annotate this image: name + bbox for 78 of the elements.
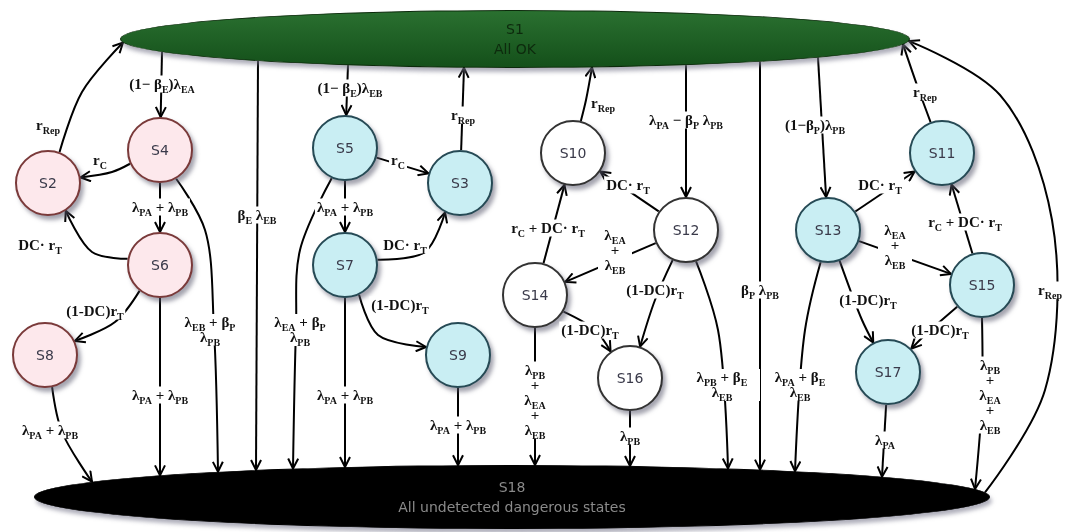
arrow (64, 209, 129, 260)
state-label: S8 (36, 347, 54, 363)
arrow (175, 177, 224, 473)
state-label: S5 (336, 140, 354, 156)
state-circle (597, 345, 663, 411)
state-label: S3 (451, 175, 469, 191)
edge-label: DC· r$_{T}$ (604, 176, 652, 194)
state-label: S1 (506, 20, 524, 39)
state-label: S10 (559, 145, 587, 161)
state-label: S9 (449, 347, 467, 363)
arrow (876, 403, 889, 478)
arrow (754, 60, 766, 471)
edge-label: (1-DC)r$_{T}$ (624, 281, 686, 299)
state-label: S2 (39, 175, 57, 191)
state-circle (127, 117, 193, 183)
state-label: S12 (672, 222, 700, 238)
edge-label: λ$_{PA}$ + λ$_{PB}$ (314, 198, 376, 216)
state-circle (795, 197, 861, 263)
arrow (908, 39, 1059, 494)
edge-label: (1− β$_{E}$)λ$_{EA}$ (127, 75, 197, 93)
state-circle (427, 150, 493, 216)
arrow (579, 66, 597, 122)
edge-label: λ$_{PA}$ (873, 431, 897, 449)
state-label: S17 (874, 364, 902, 380)
state-label: S11 (928, 145, 956, 161)
arrow (358, 293, 427, 353)
edge-label: DC· r$_{T}$ (856, 176, 904, 194)
edge-label: β$_{E}$ λ$_{EB}$ (235, 206, 279, 224)
state-circle (425, 322, 491, 388)
state-label: S15 (968, 277, 996, 293)
state-label: S16 (616, 370, 644, 386)
edge-label: λ$_{PB}$ (617, 427, 643, 445)
edge-label: (1-DC)r$_{T}$ (369, 296, 431, 314)
state-circle (312, 232, 378, 298)
state-label: S13 (814, 222, 842, 238)
state-label: S6 (151, 257, 169, 273)
arrow (376, 211, 448, 261)
edge-label: (1-DC)r$_{T}$ (837, 291, 899, 309)
edge-label: r$_{Rep}$ (911, 83, 939, 101)
arrow (375, 156, 430, 177)
state-circle (540, 120, 606, 186)
state-description: All undetected dangerous states (398, 498, 626, 517)
arrow (58, 41, 124, 154)
edge-label: (1-DC)r$_{T}$ (64, 302, 126, 320)
arrow (339, 297, 351, 468)
state-circle (312, 115, 378, 181)
edge-label: (1−β$_{P}$)λ$_{PB}$ (782, 116, 848, 134)
arrow (680, 64, 692, 198)
state-circle (653, 197, 719, 263)
edge-label: λ$_{PA}$ + λ$_{PB}$ (19, 421, 81, 439)
state-circle (949, 252, 1015, 318)
arrow (817, 56, 832, 199)
arrow (79, 162, 131, 183)
arrow (73, 289, 141, 344)
edge-label: (1− β$_{E}$)λ$_{EB}$ (315, 79, 385, 97)
state-label: S4 (151, 142, 169, 158)
state-circle (12, 322, 78, 388)
edge-label: r$_{Rep}$ (449, 106, 477, 124)
state-label: S18 (498, 478, 526, 497)
edge-label: β$_{P}$ λ$_{PB}$ (739, 281, 781, 299)
edge-label: λ$_{PA}$ + λ$_{PB}$ (314, 386, 376, 404)
state-circle (127, 232, 193, 298)
arrow (154, 297, 166, 477)
edge-label: (1-DC)r$_{T}$ (559, 321, 621, 339)
arrow (250, 60, 263, 471)
state-label: S14 (521, 287, 549, 303)
edge-label: r$_{Rep}$ (1036, 281, 1064, 299)
edge-label: λ$_{PA}$ + λ$_{PB}$ (129, 198, 191, 216)
state-circle (909, 120, 975, 186)
state-circle (855, 339, 921, 405)
state-circle (15, 150, 81, 216)
edge-label: r$_{C}$ + DC· r$_{T}$ (509, 219, 587, 237)
edge-label: (1-DC)r$_{T}$ (909, 321, 971, 339)
edge-label: λ$_{PA}$ + λ$_{PB}$ (129, 386, 191, 404)
edge-label: λ$_{PA}$ − β$_{P}$ λ$_{PB}$ (647, 111, 725, 129)
state-label: S7 (336, 257, 354, 273)
edge-label: r$_{C}$ + DC· r$_{T}$ (926, 213, 1004, 231)
edge-label: λ$_{PA}$ + λ$_{PB}$ (427, 416, 489, 434)
